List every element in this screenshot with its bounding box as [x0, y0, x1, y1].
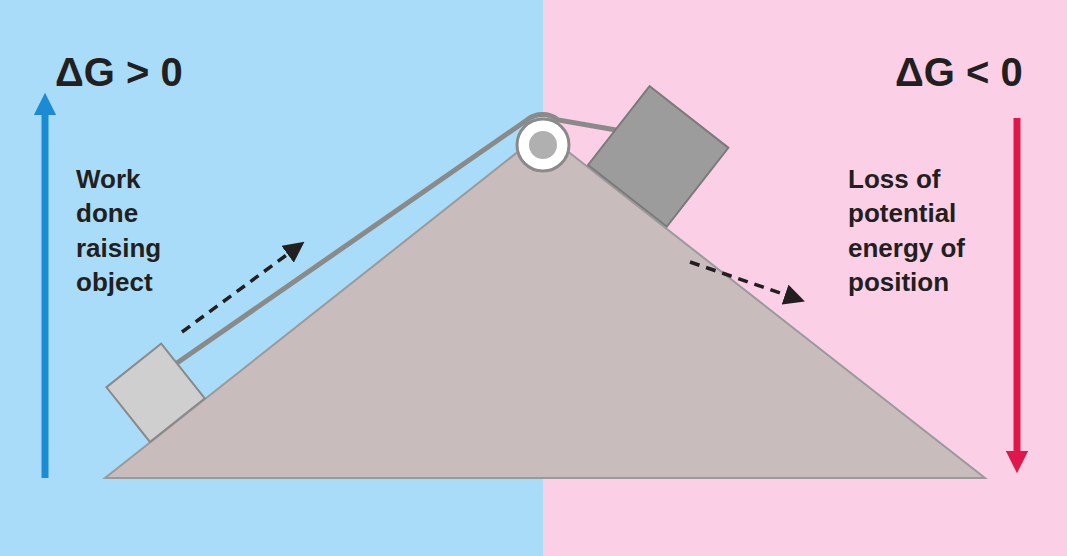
dashed-arrow — [182, 248, 296, 332]
light-block — [106, 344, 204, 442]
heavy-block — [588, 86, 728, 226]
pulley — [517, 119, 569, 171]
dashed-arrow — [690, 262, 795, 298]
loss-label: Loss of potential energy of position — [848, 162, 982, 299]
hill — [105, 132, 985, 478]
loss-arrow — [1014, 118, 1021, 462]
pulley-hub — [529, 131, 557, 159]
delta-g-label: ΔG < 0 — [895, 50, 1023, 94]
delta-g-label: ΔG > 0 — [55, 50, 183, 94]
rope — [177, 115, 616, 363]
work-arrow — [42, 104, 49, 478]
work-label: Work done raising object — [76, 162, 188, 299]
